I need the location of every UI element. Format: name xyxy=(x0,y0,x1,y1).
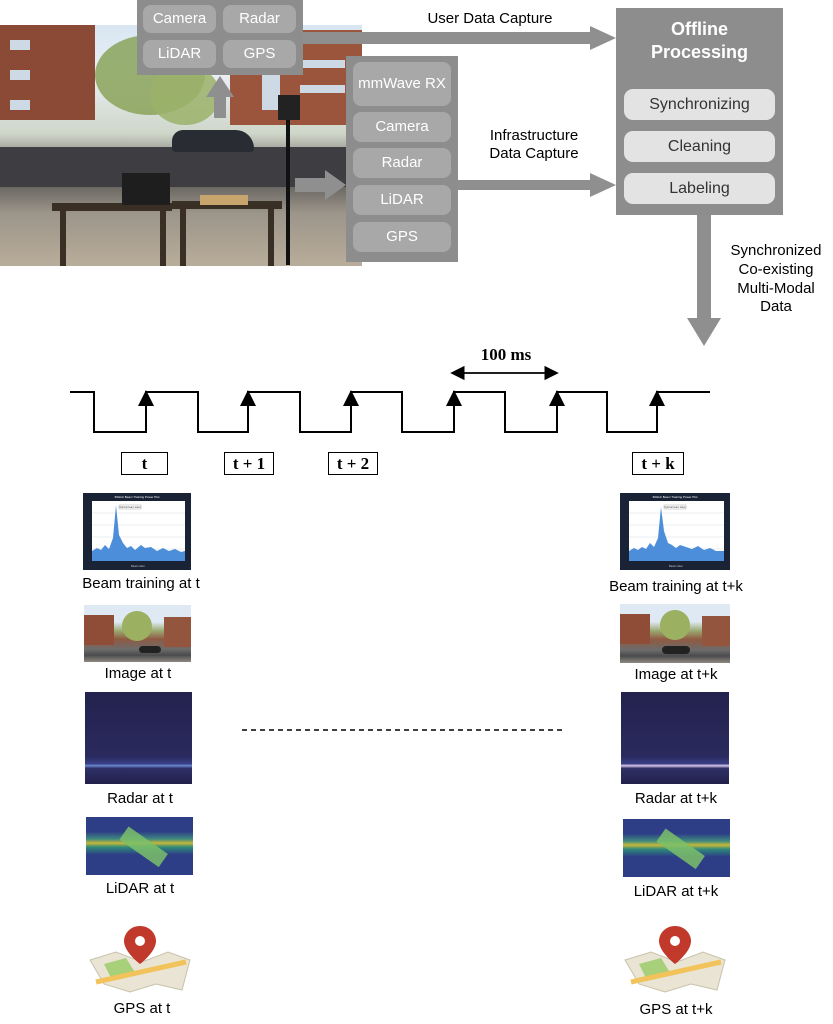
user-data-capture-label: User Data Capture xyxy=(427,10,553,27)
infra-data-capture-label: Infrastructure Data Capture xyxy=(489,127,579,162)
caption-image-tk: Image at t+k xyxy=(634,666,718,683)
caption-beam-t: Beam training at t xyxy=(82,575,200,592)
radar-map-t xyxy=(85,692,192,784)
beam-plot-tk-xlabel: Beam index xyxy=(669,564,683,568)
caption-lidar-tk: LiDAR at t+k xyxy=(633,883,719,900)
user-sensor-camera: Camera xyxy=(143,5,216,33)
gps-map-tk xyxy=(624,926,726,993)
camera-image-tk xyxy=(620,604,730,663)
infra-sensor-lidar: LiDAR xyxy=(353,185,451,215)
beam-plot-t-xlabel: Beam index xyxy=(131,564,145,568)
lidar-map-t xyxy=(86,817,193,875)
time-label-t: t xyxy=(121,452,168,475)
beam-plot-t-chart: 60GHz Beam Training Power Plot Optimal b… xyxy=(92,495,185,568)
clock-signal xyxy=(70,365,710,433)
beam-plot-t-legend: Optimal beam index xyxy=(119,506,141,509)
time-label-t1: t + 1 xyxy=(224,452,274,475)
user-sensor-lidar: LiDAR xyxy=(143,40,216,68)
infra-sensor-gps: GPS xyxy=(353,222,451,252)
middle-ellipsis xyxy=(242,729,562,731)
caption-beam-tk: Beam training at t+k xyxy=(609,578,743,595)
beam-plot-tk-title: 60GHz Beam Training Power Plot xyxy=(653,495,698,499)
caption-gps-tk: GPS at t+k xyxy=(639,1001,713,1018)
caption-radar-t: Radar at t xyxy=(107,790,173,807)
infra-sensor-camera: Camera xyxy=(353,112,451,142)
radar-map-tk xyxy=(621,692,729,784)
infra-to-processing-arrow xyxy=(458,173,616,197)
beam-plot-tk-chart: 60GHz Beam Training Power Plot Optimal b… xyxy=(629,495,724,568)
interval-label: 100 ms xyxy=(480,345,532,364)
beam-plot-tk-legend: Optimal beam index xyxy=(664,506,686,509)
photo-to-infra-arrow xyxy=(295,170,346,200)
caption-gps-t: GPS at t xyxy=(113,1000,171,1017)
processing-to-output-arrow xyxy=(687,215,721,346)
photo-to-user-arrow xyxy=(206,76,234,118)
sync-output-label: Synchronized Co-existing Multi-Modal Dat… xyxy=(730,242,822,316)
gps-map-t xyxy=(89,926,191,993)
user-sensor-gps: GPS xyxy=(223,40,296,68)
user-to-processing-arrow xyxy=(303,26,616,50)
flow-arrows xyxy=(206,26,721,346)
time-label-tk: t + k xyxy=(632,452,684,475)
caption-lidar-t: LiDAR at t xyxy=(105,880,175,897)
user-sensor-radar: Radar xyxy=(223,5,296,33)
caption-image-t: Image at t xyxy=(104,665,172,682)
infra-sensor-radar: Radar xyxy=(353,148,451,178)
beam-plot-t-title: 60GHz Beam Training Power Plot xyxy=(115,495,160,499)
clock-waveform xyxy=(70,391,710,433)
offline-processing-title: Offline Processing xyxy=(650,19,749,62)
lidar-map-tk xyxy=(623,819,730,877)
camera-image-t xyxy=(84,605,191,662)
beam-plot-tk: 60GHz Beam Training Power Plot Optimal b… xyxy=(620,493,730,570)
step-labeling: Labeling xyxy=(624,173,775,204)
step-synchronizing: Synchronizing xyxy=(624,89,775,120)
beam-plot-t: 60GHz Beam Training Power Plot Optimal b… xyxy=(83,493,191,570)
step-cleaning: Cleaning xyxy=(624,131,775,162)
caption-radar-tk: Radar at t+k xyxy=(634,790,718,807)
infra-sensor-mmwave: mmWave RX xyxy=(353,62,451,106)
time-label-t2: t + 2 xyxy=(328,452,378,475)
